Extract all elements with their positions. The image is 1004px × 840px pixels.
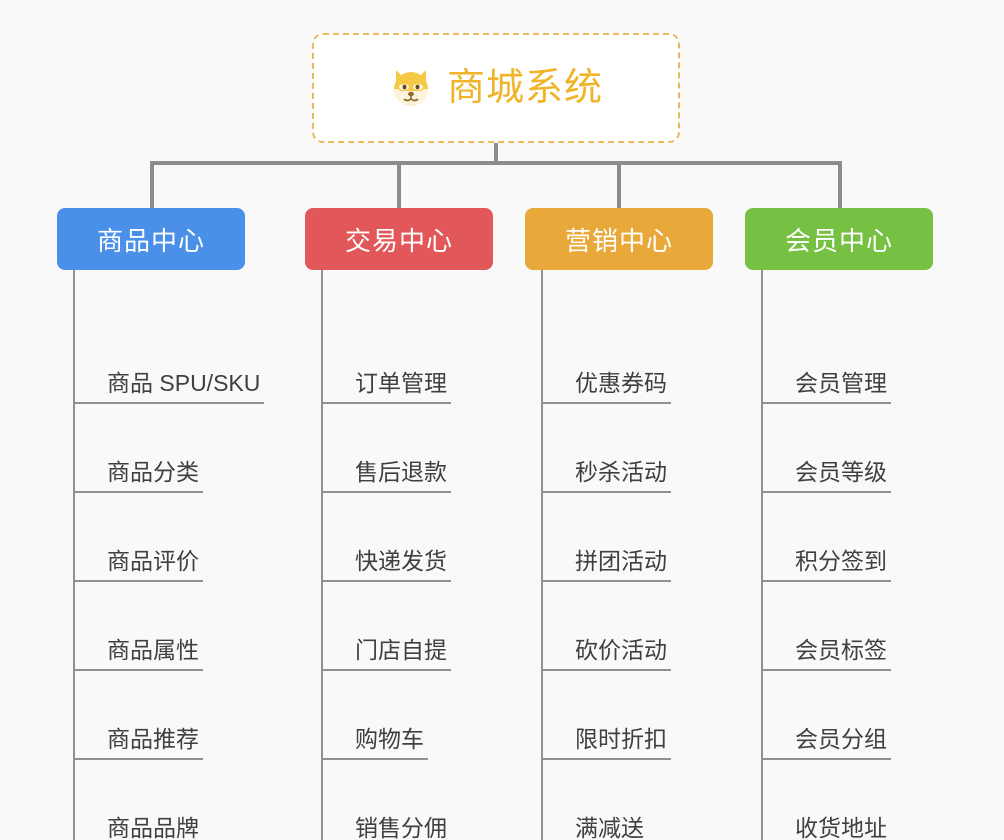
leaf-node[interactable]: 秒杀活动: [543, 404, 713, 493]
connector-stem: [494, 143, 498, 165]
leaf-node-label: 会员等级: [763, 459, 891, 493]
column-header-product-center[interactable]: 商品中心: [57, 208, 245, 270]
leaf-node[interactable]: 门店自提: [323, 582, 493, 671]
column-marketing-center: 营销中心优惠券码秒杀活动拼团活动砍价活动限时折扣满减送: [525, 208, 713, 840]
leaf-node[interactable]: 商品品牌: [75, 760, 245, 840]
leaf-node[interactable]: 商品评价: [75, 493, 245, 582]
leaf-node[interactable]: 购物车: [323, 671, 493, 760]
leaf-node[interactable]: 拼团活动: [543, 493, 713, 582]
column-header-label: 会员中心: [784, 225, 893, 256]
leaf-node-label: 秒杀活动: [543, 459, 671, 493]
column-header-marketing-center[interactable]: 营销中心: [525, 208, 713, 270]
leaf-node[interactable]: 商品属性: [75, 582, 245, 671]
leaf-node-label: 优惠券码: [543, 370, 671, 404]
connector-drop-2: [397, 161, 401, 208]
leaf-node[interactable]: 商品 SPU/SKU: [75, 270, 265, 404]
leaf-node-label: 快递发货: [323, 548, 451, 582]
column-items-marketing-center: 优惠券码秒杀活动拼团活动砍价活动限时折扣满减送: [541, 270, 713, 840]
root-node-mall-system[interactable]: 商城系统: [312, 33, 680, 143]
column-header-label: 营销中心: [564, 225, 673, 256]
leaf-node-label: 限时折扣: [543, 726, 671, 760]
leaf-node-label: 订单管理: [323, 370, 451, 404]
connector-bus: [150, 161, 842, 165]
leaf-node[interactable]: 优惠券码: [543, 270, 713, 404]
connector-drop-4: [838, 161, 842, 208]
leaf-node-label: 满减送: [543, 815, 648, 840]
leaf-node[interactable]: 积分签到: [763, 493, 933, 582]
leaf-node[interactable]: 砍价活动: [543, 582, 713, 671]
leaf-node-label: 会员管理: [763, 370, 891, 404]
leaf-node[interactable]: 会员标签: [763, 582, 933, 671]
leaf-node[interactable]: 商品分类: [75, 404, 245, 493]
column-member-center: 会员中心会员管理会员等级积分签到会员标签会员分组收货地址: [745, 208, 933, 840]
leaf-node-label: 商品推荐: [75, 726, 203, 760]
shiba-dog-face-icon: [389, 66, 433, 110]
leaf-node-label: 商品品牌: [75, 815, 203, 840]
leaf-node-label: 拼团活动: [543, 548, 671, 582]
leaf-node[interactable]: 限时折扣: [543, 671, 713, 760]
leaf-node[interactable]: 会员等级: [763, 404, 933, 493]
leaf-node-label: 门店自提: [323, 637, 451, 671]
connector-drop-3: [617, 161, 621, 208]
column-product-center: 商品中心商品 SPU/SKU 商品分类商品评价商品属性商品推荐商品品牌: [57, 208, 265, 840]
connector-drop-1: [150, 161, 154, 208]
leaf-node[interactable]: 售后退款: [323, 404, 493, 493]
leaf-node-label: 积分签到: [763, 548, 891, 582]
column-items-trade-center: 订单管理售后退款快递发货门店自提购物车销售分佣: [321, 270, 493, 840]
leaf-node-label: 购物车: [323, 726, 428, 760]
leaf-node[interactable]: 会员分组: [763, 671, 933, 760]
leaf-node[interactable]: 满减送: [543, 760, 713, 840]
leaf-node-label: 商品分类: [75, 459, 203, 493]
leaf-node[interactable]: 商品推荐: [75, 671, 245, 760]
leaf-node-label: 砍价活动: [543, 637, 671, 671]
column-header-label: 交易中心: [344, 225, 453, 256]
leaf-node-label: 商品 SPU/SKU: [75, 370, 265, 404]
leaf-node-label: 会员分组: [763, 726, 891, 760]
leaf-node[interactable]: 快递发货: [323, 493, 493, 582]
leaf-node-label: 收货地址: [763, 815, 891, 840]
leaf-node-label: 销售分佣: [323, 815, 451, 840]
root-node-title: 商城系统: [446, 67, 603, 109]
column-items-product-center: 商品 SPU/SKU 商品分类商品评价商品属性商品推荐商品品牌: [73, 270, 265, 840]
column-header-member-center[interactable]: 会员中心: [745, 208, 933, 270]
column-trade-center: 交易中心订单管理售后退款快递发货门店自提购物车销售分佣: [305, 208, 493, 840]
leaf-node-label: 会员标签: [763, 637, 891, 671]
leaf-node[interactable]: 销售分佣: [323, 760, 493, 840]
column-header-trade-center[interactable]: 交易中心: [305, 208, 493, 270]
column-header-label: 商品中心: [96, 225, 205, 256]
leaf-node[interactable]: 收货地址: [763, 760, 933, 840]
leaf-node-label: 商品属性: [75, 637, 203, 671]
leaf-node-label: 售后退款: [323, 459, 451, 493]
leaf-node[interactable]: 会员管理: [763, 270, 933, 404]
column-items-member-center: 会员管理会员等级积分签到会员标签会员分组收货地址: [761, 270, 933, 840]
leaf-node-label: 商品评价: [75, 548, 203, 582]
leaf-node[interactable]: 订单管理: [323, 270, 493, 404]
